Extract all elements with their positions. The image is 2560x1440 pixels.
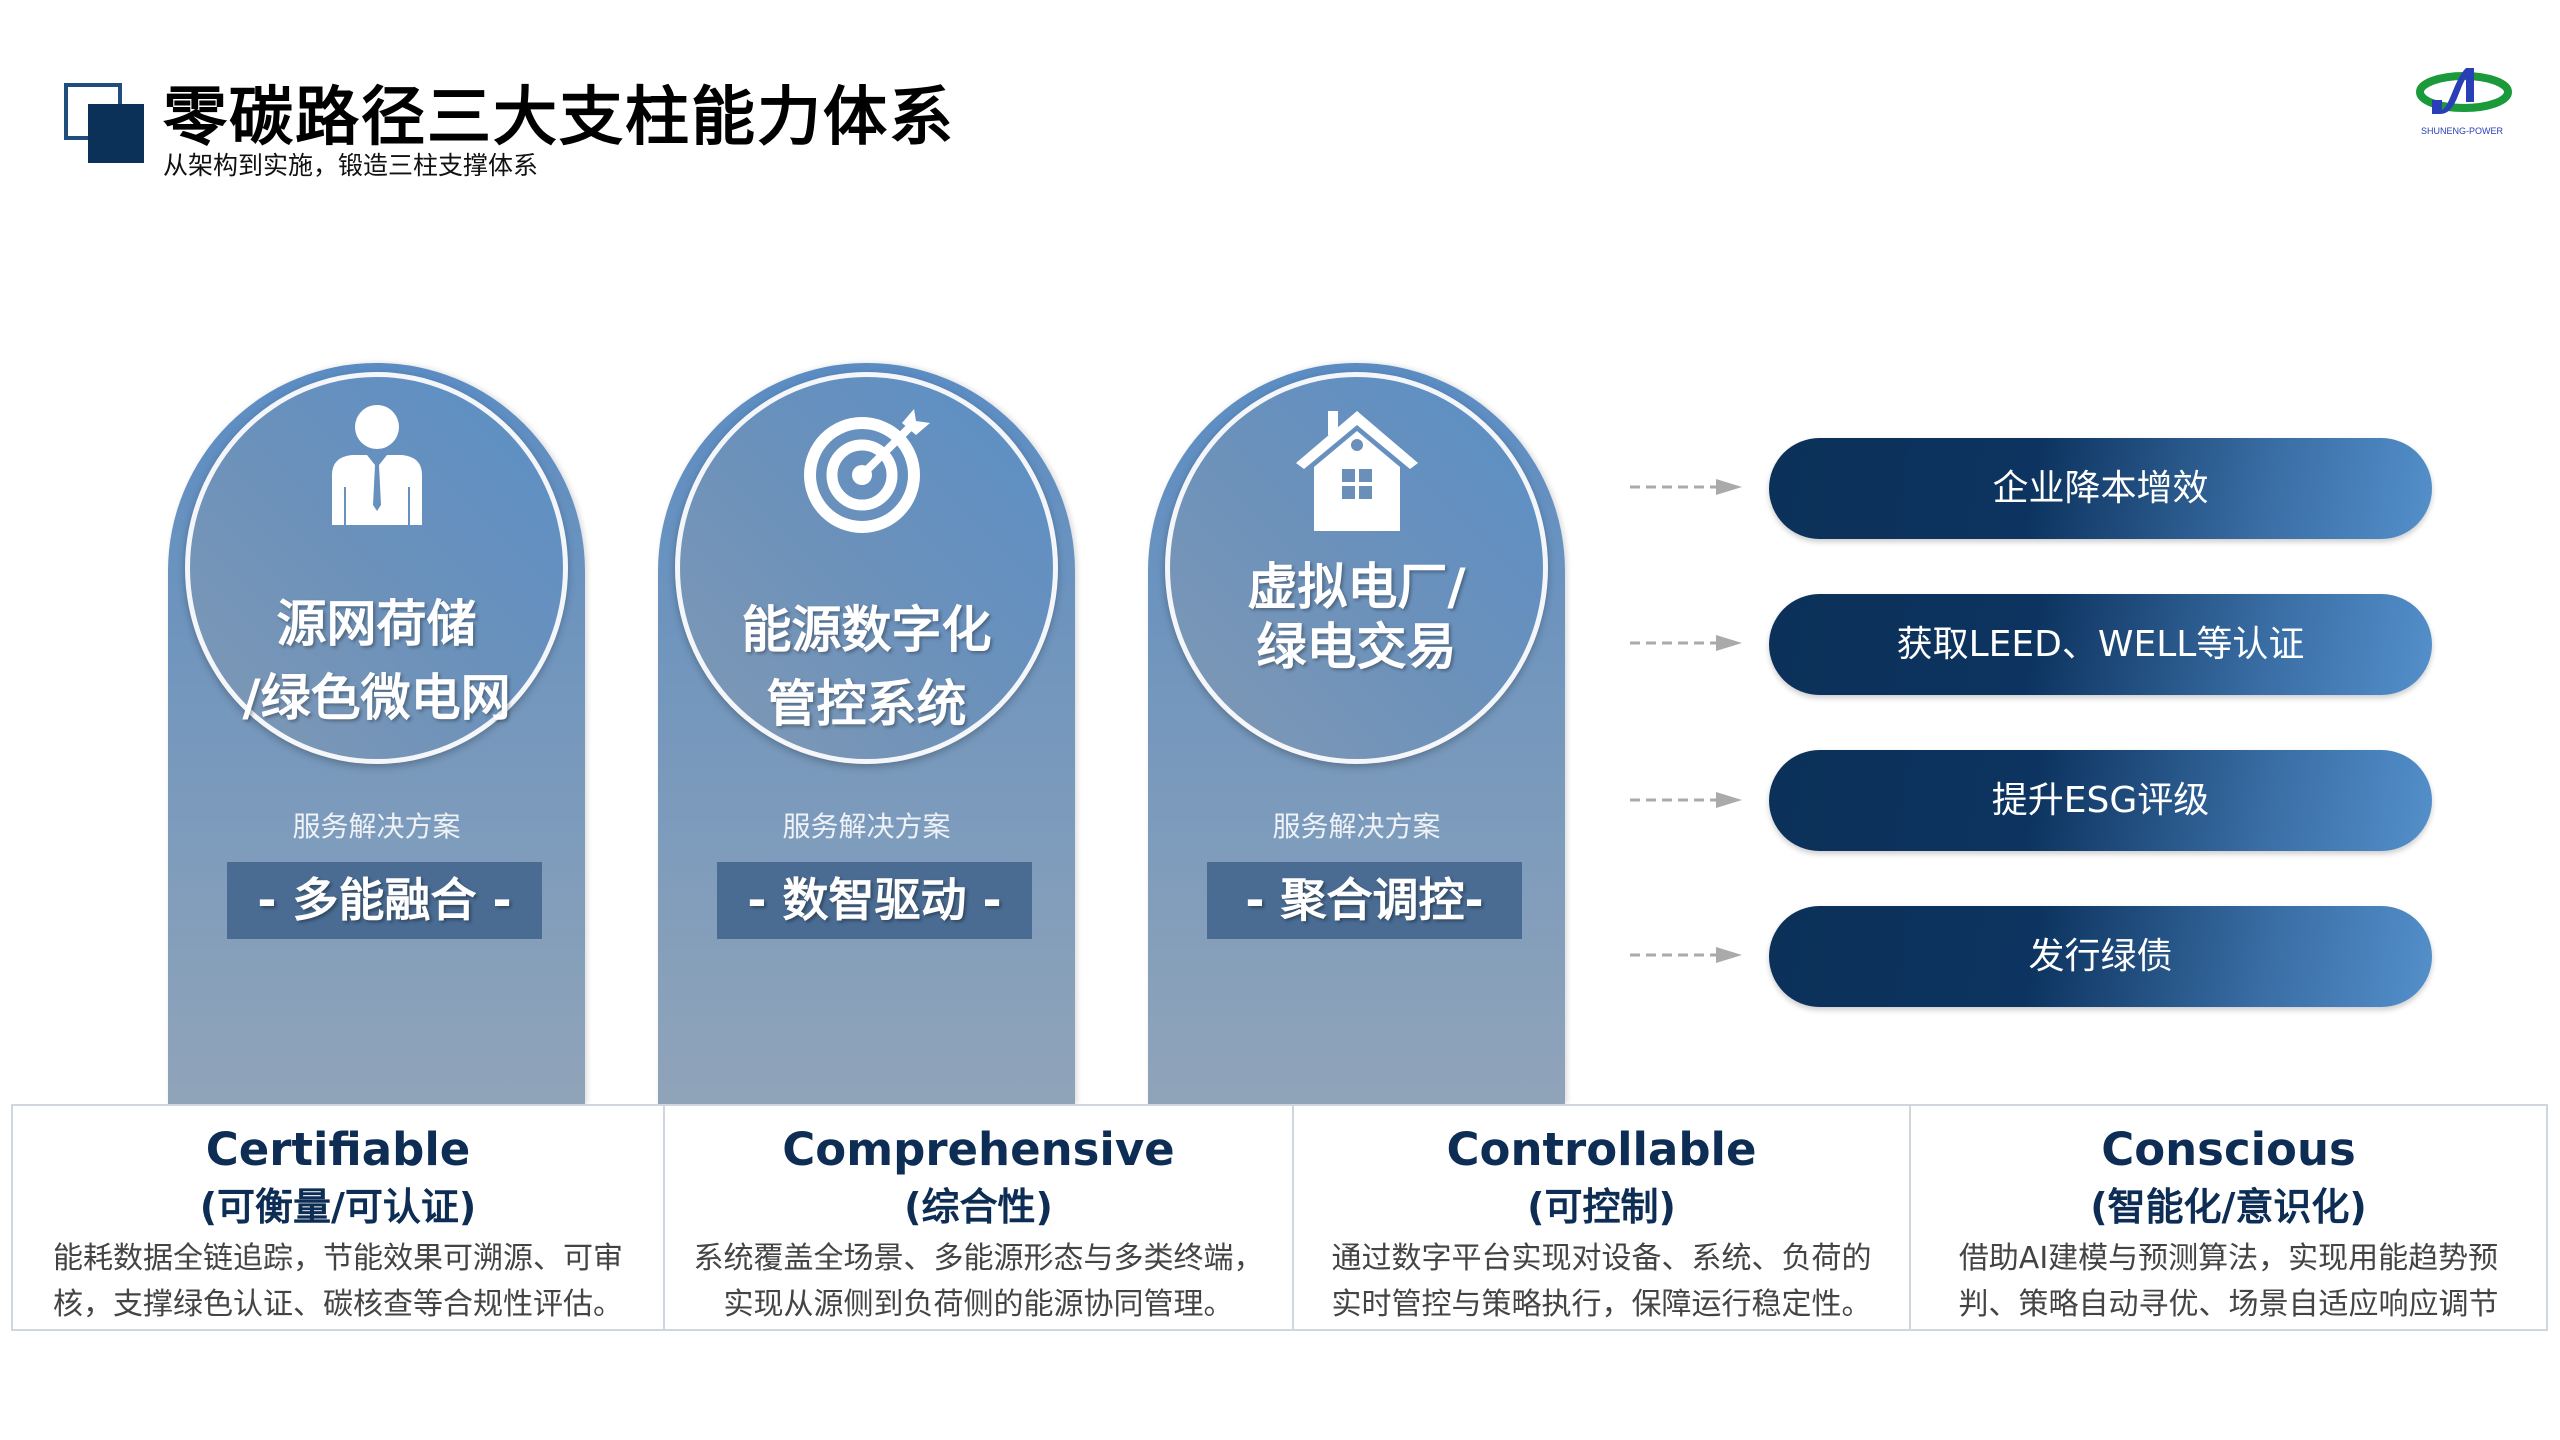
dashed-arrow-icon — [1630, 635, 1742, 651]
outcome-esg-rating: 提升ESG评级 — [1769, 750, 2432, 851]
feature-desc-line: 借助AI建模与预测算法，实现用能趋势预 — [1958, 1241, 2499, 1276]
pillar-digital-control: 能源数字化 管控系统 服务解决方案 - 数智驱动 - — [658, 363, 1075, 1104]
pillar-title-line1: 虚拟电厂/ — [1247, 558, 1466, 616]
dashed-arrow-icon — [1630, 792, 1742, 808]
pillar-tag: - 聚合调控- — [1207, 862, 1522, 939]
pillar-circle: 能源数字化 管控系统 — [675, 372, 1058, 764]
feature-certifiable: Certifiable (可衡量/可认证) 能耗数据全链追踪，节能效果可溯源、可… — [13, 1106, 665, 1329]
pillar-title-line2: 绿电交易 — [1256, 618, 1457, 676]
feature-conscious: Conscious (智能化/意识化) 借助AI建模与预测算法，实现用能趋势预 … — [1911, 1106, 2546, 1329]
feature-controllable: Controllable (可控制) 通过数字平台实现对设备、系统、负荷的 实时… — [1294, 1106, 1911, 1329]
pillar-title-line1: 源网荷储 — [276, 595, 477, 653]
svg-text:SHUNENG-POWER: SHUNENG-POWER — [2421, 126, 2504, 136]
feature-title: Controllable — [1446, 1123, 1757, 1176]
page-subtitle: 从架构到实施，锻造三柱支撑体系 — [163, 151, 539, 180]
feature-subtitle: (可衡量/可认证) — [199, 1185, 477, 1229]
feature-table: Certifiable (可衡量/可认证) 能耗数据全链追踪，节能效果可溯源、可… — [11, 1104, 2548, 1331]
feature-desc-line: 系统覆盖全场景、多能源形态与多类终端， — [693, 1241, 1264, 1276]
dashed-arrow-icon — [1630, 479, 1742, 495]
feature-title: Comprehensive — [782, 1123, 1175, 1176]
page-title: 零碳路径三大支柱能力体系 — [163, 80, 955, 155]
service-label: 服务解决方案 — [292, 810, 461, 843]
company-logo: SHUNENG-POWER — [2416, 68, 2512, 136]
target-icon — [803, 409, 930, 533]
pillar-tag: - 数智驱动 - — [717, 862, 1032, 939]
outcome-certification: 获取LEED、WELL等认证 — [1769, 594, 2432, 695]
pillar-virtual-power-plant: 虚拟电厂/ 绿电交易 服务解决方案 - 聚合调控- — [1148, 363, 1565, 1104]
outcome-cost-reduction: 企业降本增效 — [1769, 438, 2432, 539]
pillar-microgrid: 源网荷储 /绿色微电网 服务解决方案 - 多能融合 - — [168, 363, 585, 1104]
service-label: 服务解决方案 — [1272, 810, 1441, 843]
outcome-green-bonds: 发行绿债 — [1769, 906, 2432, 1007]
feature-subtitle: (可控制) — [1527, 1185, 1676, 1229]
dashed-arrow-icon — [1630, 947, 1742, 963]
feature-title: Certifiable — [205, 1123, 471, 1176]
pillar-title-line2: 管控系统 — [766, 675, 967, 733]
service-label: 服务解决方案 — [782, 810, 951, 843]
feature-comprehensive: Comprehensive (综合性) 系统覆盖全场景、多能源形态与多类终端， … — [665, 1106, 1294, 1329]
feature-desc-line: 核，支撑绿色认证、碳核查等合规性评估。 — [53, 1287, 623, 1322]
pillar-circle: 源网荷储 /绿色微电网 — [185, 372, 568, 764]
title-decoration-fill — [88, 104, 144, 163]
feature-subtitle: (智能化/意识化) — [2090, 1185, 2367, 1229]
feature-desc-line: 能耗数据全链追踪，节能效果可溯源、可审 — [53, 1241, 623, 1276]
feature-desc-line: 实现从源侧到负荷侧的能源协同管理。 — [723, 1287, 1234, 1322]
pillar-circle: 虚拟电厂/ 绿电交易 — [1165, 372, 1548, 764]
house-icon — [1295, 411, 1418, 531]
feature-desc-line: 通过数字平台实现对设备、系统、负荷的 — [1331, 1241, 1872, 1276]
feature-title: Conscious — [2101, 1123, 2356, 1176]
feature-desc-line: 实时管控与策略执行，保障运行稳定性。 — [1331, 1287, 1872, 1322]
feature-desc-line: 判、策略自动寻优、场景自适应响应调节 — [1958, 1287, 2499, 1322]
pillar-tag: - 多能融合 - — [227, 862, 542, 939]
person-icon — [331, 405, 422, 525]
feature-subtitle: (综合性) — [904, 1185, 1053, 1229]
pillar-title-line1: 能源数字化 — [741, 601, 992, 659]
pillar-title-line2: /绿色微电网 — [242, 669, 511, 727]
